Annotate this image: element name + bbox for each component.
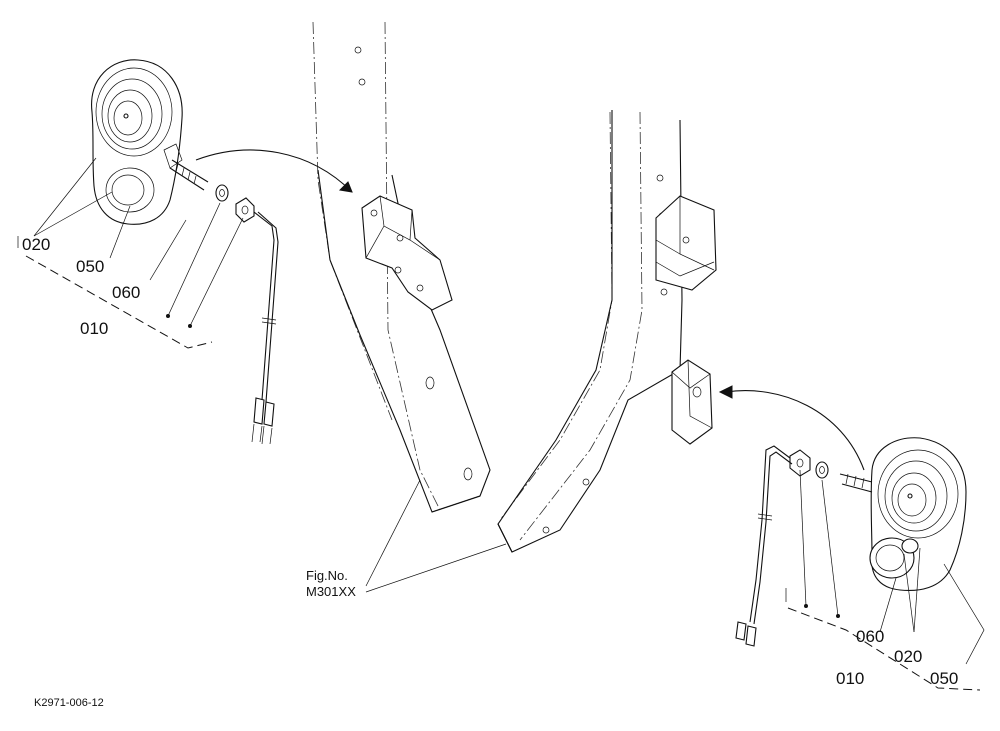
- left-label-020: 020: [22, 235, 50, 254]
- figure-reference-leaders: [365, 479, 507, 593]
- center-frame-post: [497, 110, 683, 553]
- left-label-010: 010: [80, 319, 108, 338]
- figure-number-value: M301XX: [306, 584, 356, 599]
- left-leader-lines: [17, 157, 244, 349]
- left-mount-bracket: [361, 195, 453, 311]
- left-label-050: 050: [76, 257, 104, 276]
- left-mount-stud-and-cable: [169, 159, 279, 445]
- right-install-arrow: [718, 385, 865, 471]
- right-mount-stud-and-cable: [735, 445, 873, 647]
- right-work-lamp: [869, 437, 967, 592]
- lower-mount-bracket: [671, 359, 713, 445]
- figure-number-label: Fig.No.: [306, 568, 348, 583]
- left-work-lamp: [91, 59, 183, 225]
- left-install-arrow: [195, 149, 353, 193]
- right-label-020: 020: [894, 647, 922, 666]
- upper-mount-bracket: [655, 195, 717, 291]
- right-label-060: 060: [856, 627, 884, 646]
- right-leader-lines: [785, 469, 985, 691]
- drawing-number: K2971-006-12: [34, 697, 104, 709]
- left-label-060: 060: [112, 283, 140, 302]
- right-label-010: 010: [836, 669, 864, 688]
- right-label-050: 050: [930, 669, 958, 688]
